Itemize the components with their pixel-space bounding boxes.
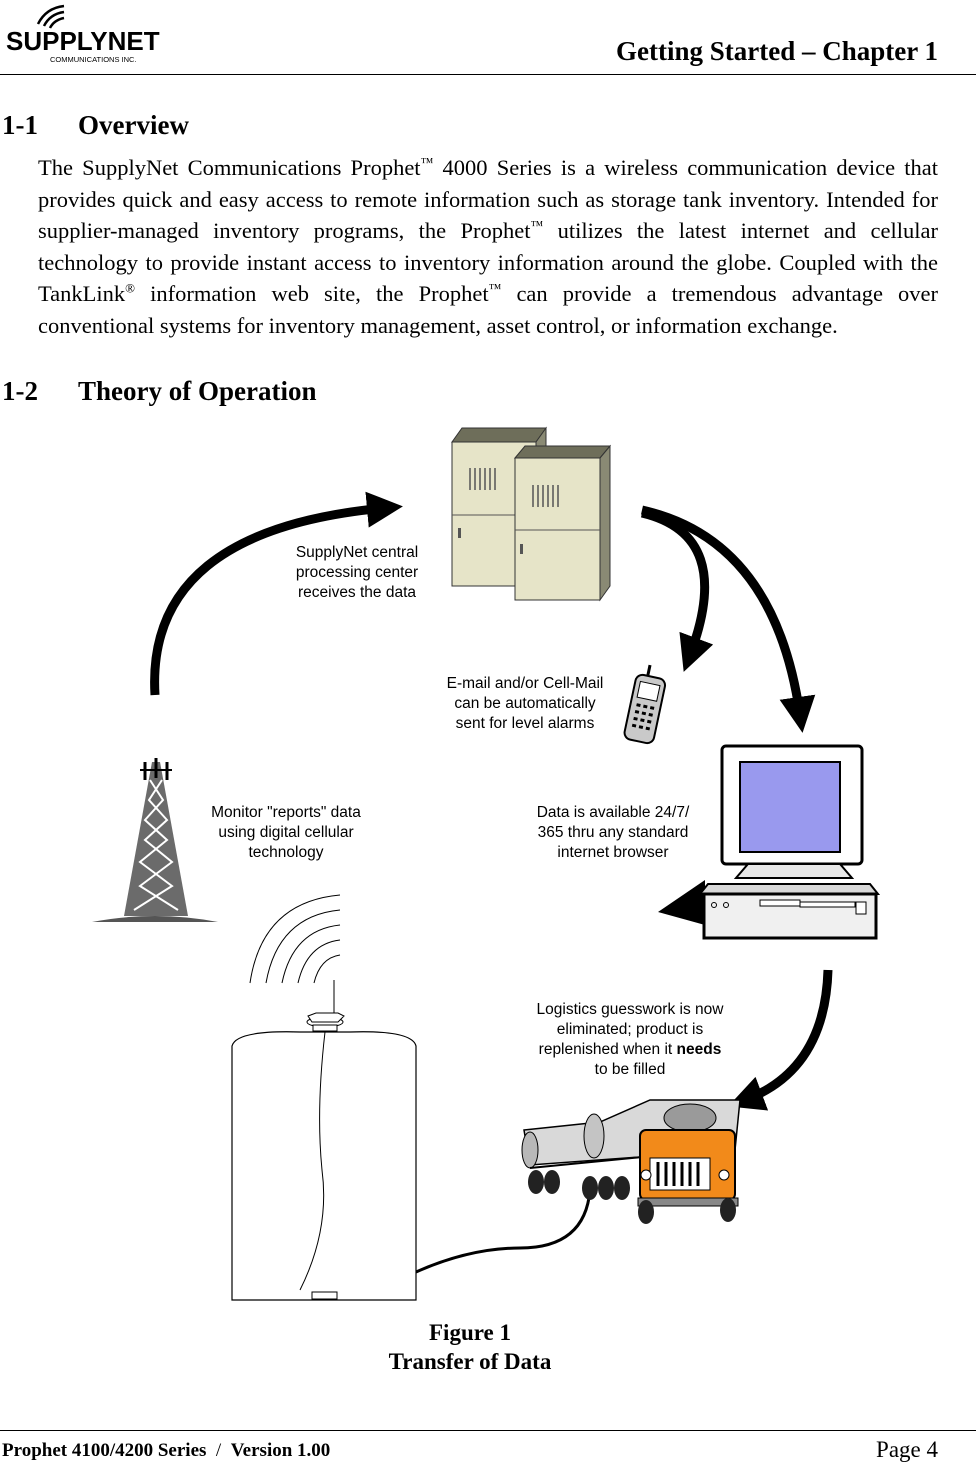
footer-divider <box>0 1430 976 1431</box>
arrow-server-to-computer <box>641 505 816 733</box>
storage-tank-icon <box>231 980 417 1301</box>
svg-text:COMMUNICATIONS INC.: COMMUNICATIONS INC. <box>50 55 137 64</box>
caption-processing-center: SupplyNet central processing center rece… <box>295 544 419 601</box>
section-title: Theory of Operation <box>78 376 317 406</box>
cell-tower-icon <box>92 758 218 922</box>
cell-phone-icon <box>623 664 667 745</box>
section-number: 1-2 <box>2 376 38 406</box>
arrow-tower-to-server <box>150 491 403 696</box>
overview-paragraph: The SupplyNet Communications Prophet™ 40… <box>38 154 938 338</box>
section-title: Overview <box>78 110 189 140</box>
caption-level-alarms: E-mail and/or Cell-Mail can be automatic… <box>446 675 604 732</box>
computer-icon <box>697 744 881 940</box>
page-number: Page 4 <box>876 1437 938 1462</box>
caption-browser-access: Data is available 24/7/ 365 thru any sta… <box>536 804 690 861</box>
server-icon <box>451 426 612 602</box>
section-number: 1-1 <box>2 110 38 140</box>
chapter-title: Getting Started – Chapter 1 <box>616 36 938 66</box>
caption-monitor-reports: Monitor "reports" data using digital cel… <box>211 804 361 861</box>
caption-logistics: Logistics guesswork is now eliminated; p… <box>536 1001 724 1078</box>
figure-number: Figure 1 <box>429 1320 511 1345</box>
svg-text:SUPPLYNET: SUPPLYNET <box>6 26 160 56</box>
company-logo: SUPPLYNET COMMUNICATIONS INC. <box>6 4 160 64</box>
header-divider <box>0 74 976 75</box>
figure-title: Transfer of Data <box>388 1349 552 1374</box>
tanker-truck-icon <box>521 1099 741 1224</box>
section-heading-overview: 1-1 Overview <box>2 110 189 141</box>
arrow-computer-pointer <box>658 880 705 925</box>
section-heading-theory: 1-2 Theory of Operation <box>2 376 316 407</box>
data-cable <box>415 1189 592 1274</box>
footer-product-version: Prophet 4100/4200 Series / Version 1.00 <box>2 1440 331 1461</box>
radio-waves-icon <box>249 894 341 984</box>
arrow-computer-to-truck <box>728 969 833 1111</box>
transfer-of-data-diagram: SupplyNet central processing center rece… <box>0 410 976 1320</box>
